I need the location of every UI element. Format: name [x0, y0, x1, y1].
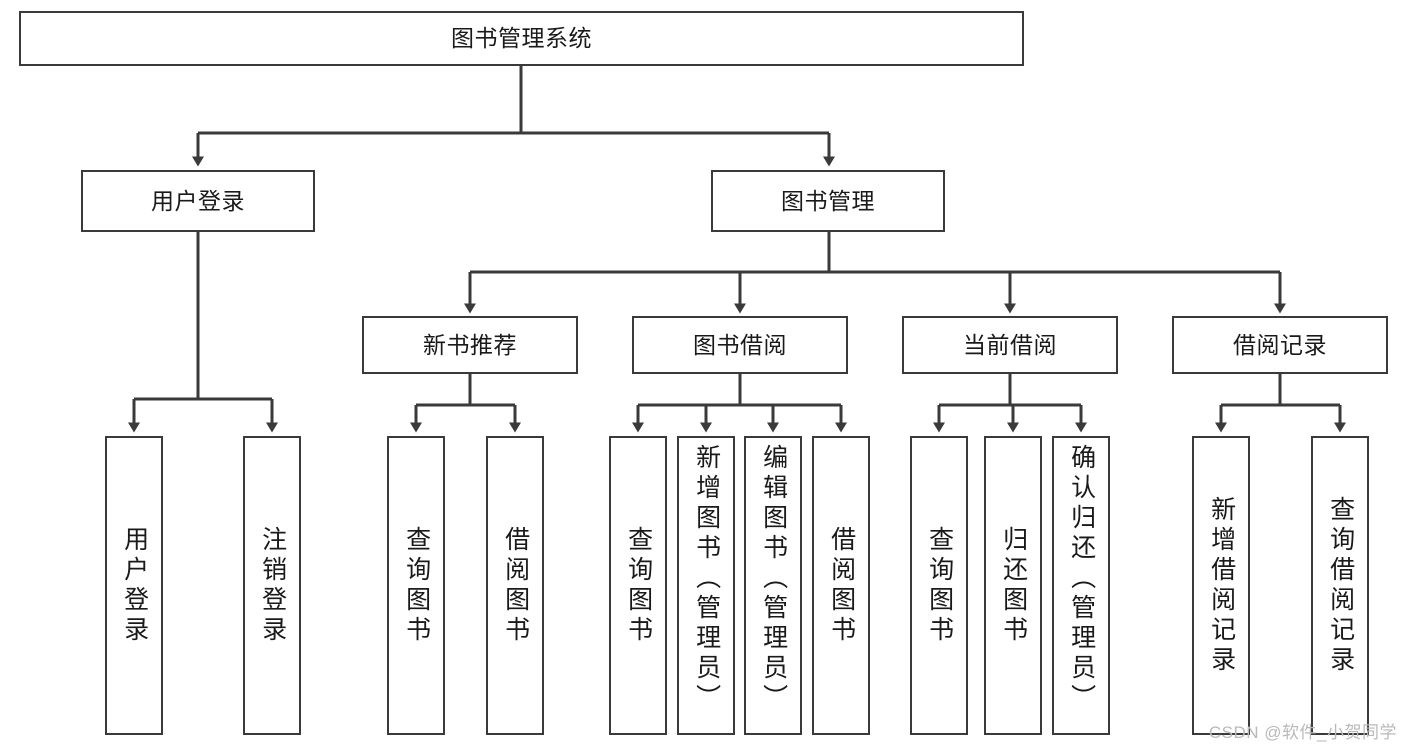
leaf-query-book-3[interactable]: 查询图书	[910, 436, 968, 735]
node-label: 查询图书	[624, 525, 653, 646]
node-book-manage[interactable]: 图书管理	[711, 170, 945, 232]
node-book-borrow[interactable]: 图书借阅	[632, 316, 848, 374]
node-label: 归还图书	[999, 525, 1028, 646]
node-label: 图书借阅	[693, 331, 787, 358]
node-label: 新增图书（管理员）	[692, 444, 721, 714]
node-label: 注销登录	[258, 525, 287, 646]
node-label: 借阅图书	[827, 525, 856, 646]
node-label: 用户登录	[151, 187, 245, 214]
node-user-login[interactable]: 用户登录	[81, 170, 315, 232]
node-root[interactable]: 图书管理系统	[19, 11, 1024, 66]
node-label: 当前借阅	[963, 331, 1057, 358]
node-label: 图书管理	[781, 187, 875, 214]
node-borrow-record[interactable]: 借阅记录	[1172, 316, 1388, 374]
leaf-return-book[interactable]: 归还图书	[984, 436, 1042, 735]
leaf-query-book-1[interactable]: 查询图书	[387, 436, 445, 735]
node-label: 新增借阅记录	[1207, 495, 1236, 676]
node-label: 借阅图书	[501, 525, 530, 646]
leaf-query-record[interactable]: 查询借阅记录	[1311, 436, 1369, 735]
node-label: 查询图书	[402, 525, 431, 646]
node-label: 借阅记录	[1233, 331, 1327, 358]
node-label: 图书管理系统	[451, 25, 592, 52]
csdn-watermark: CSDN @软件_小贺同学	[1208, 723, 1397, 742]
node-label: 查询图书	[925, 525, 954, 646]
node-label: 确认归还（管理员）	[1067, 444, 1096, 714]
leaf-borrow-book-2[interactable]: 借阅图书	[812, 436, 870, 735]
leaf-query-book-2[interactable]: 查询图书	[609, 436, 667, 735]
leaf-confirm-return[interactable]: 确认归还（管理员）	[1052, 436, 1110, 735]
node-label: 用户登录	[120, 525, 149, 646]
leaf-borrow-book-1[interactable]: 借阅图书	[486, 436, 544, 735]
leaf-add-book[interactable]: 新增图书（管理员）	[677, 436, 735, 735]
node-new-book-rec[interactable]: 新书推荐	[362, 316, 578, 374]
node-label: 查询借阅记录	[1326, 495, 1355, 676]
leaf-edit-book[interactable]: 编辑图书（管理员）	[744, 436, 802, 735]
node-label: 编辑图书（管理员）	[759, 444, 788, 714]
node-label: 新书推荐	[423, 331, 517, 358]
leaf-add-record[interactable]: 新增借阅记录	[1192, 436, 1250, 735]
leaf-logout[interactable]: 注销登录	[243, 436, 301, 735]
node-current-borrow[interactable]: 当前借阅	[902, 316, 1118, 374]
leaf-user-login[interactable]: 用户登录	[105, 436, 163, 735]
